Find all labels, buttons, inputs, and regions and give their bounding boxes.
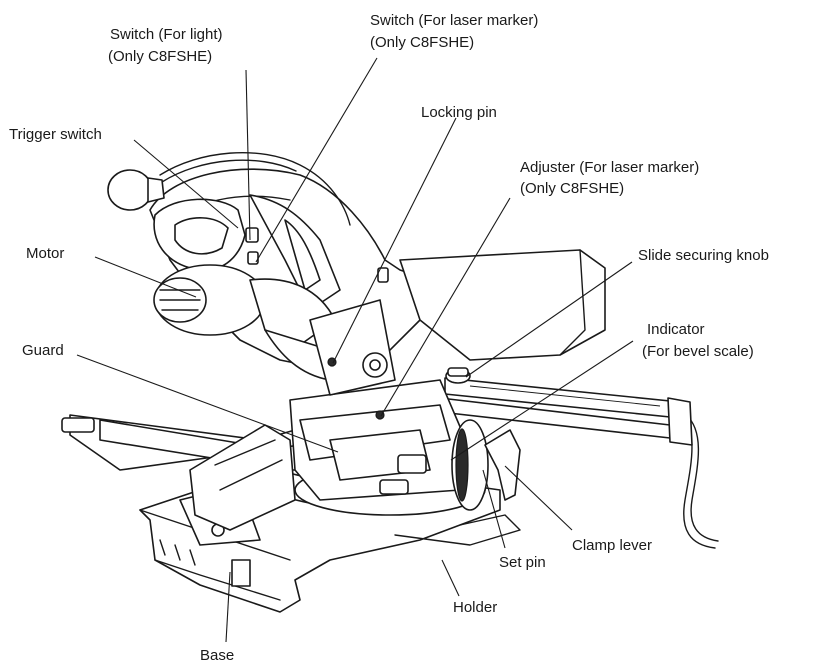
leader-lines [76,57,634,643]
label-guard: Guard [22,342,64,359]
label-indicator-note: (For bevel scale) [642,343,754,360]
label-switch-light: Switch (For light) [110,26,223,43]
label-base: Base [200,647,234,664]
arm-column [289,379,471,501]
label-clamp-lever: Clamp lever [572,537,652,554]
slide-knob [445,367,471,384]
label-switch-light-note: (Only C8FSHE) [108,48,212,65]
label-switch-laser-note: (Only C8FSHE) [370,34,474,51]
top-cord [159,152,351,226]
slide-rails [439,377,693,446]
label-trigger-switch: Trigger switch [9,126,102,143]
label-motor: Motor [26,245,64,262]
clamp-lever [484,429,521,501]
fence [61,414,301,531]
bevel-scale [451,419,489,511]
holder [394,514,521,546]
label-set-pin: Set pin [499,554,546,571]
side-knob [107,169,165,211]
label-switch-laser: Switch (For laser marker) [370,12,538,29]
label-indicator: Indicator [647,321,705,338]
label-locking-pin: Locking pin [421,104,497,121]
label-slide-securing-knob: Slide securing knob [638,247,769,264]
saw-illustration [61,152,719,613]
label-holder: Holder [453,599,497,616]
label-adjuster-note: (Only C8FSHE) [520,180,624,197]
handle [153,198,259,271]
label-adjuster: Adjuster (For laser marker) [520,159,699,176]
labels: Switch (For light) (Only C8FSHE) Switch … [9,12,769,664]
pivot-assembly [309,267,396,420]
